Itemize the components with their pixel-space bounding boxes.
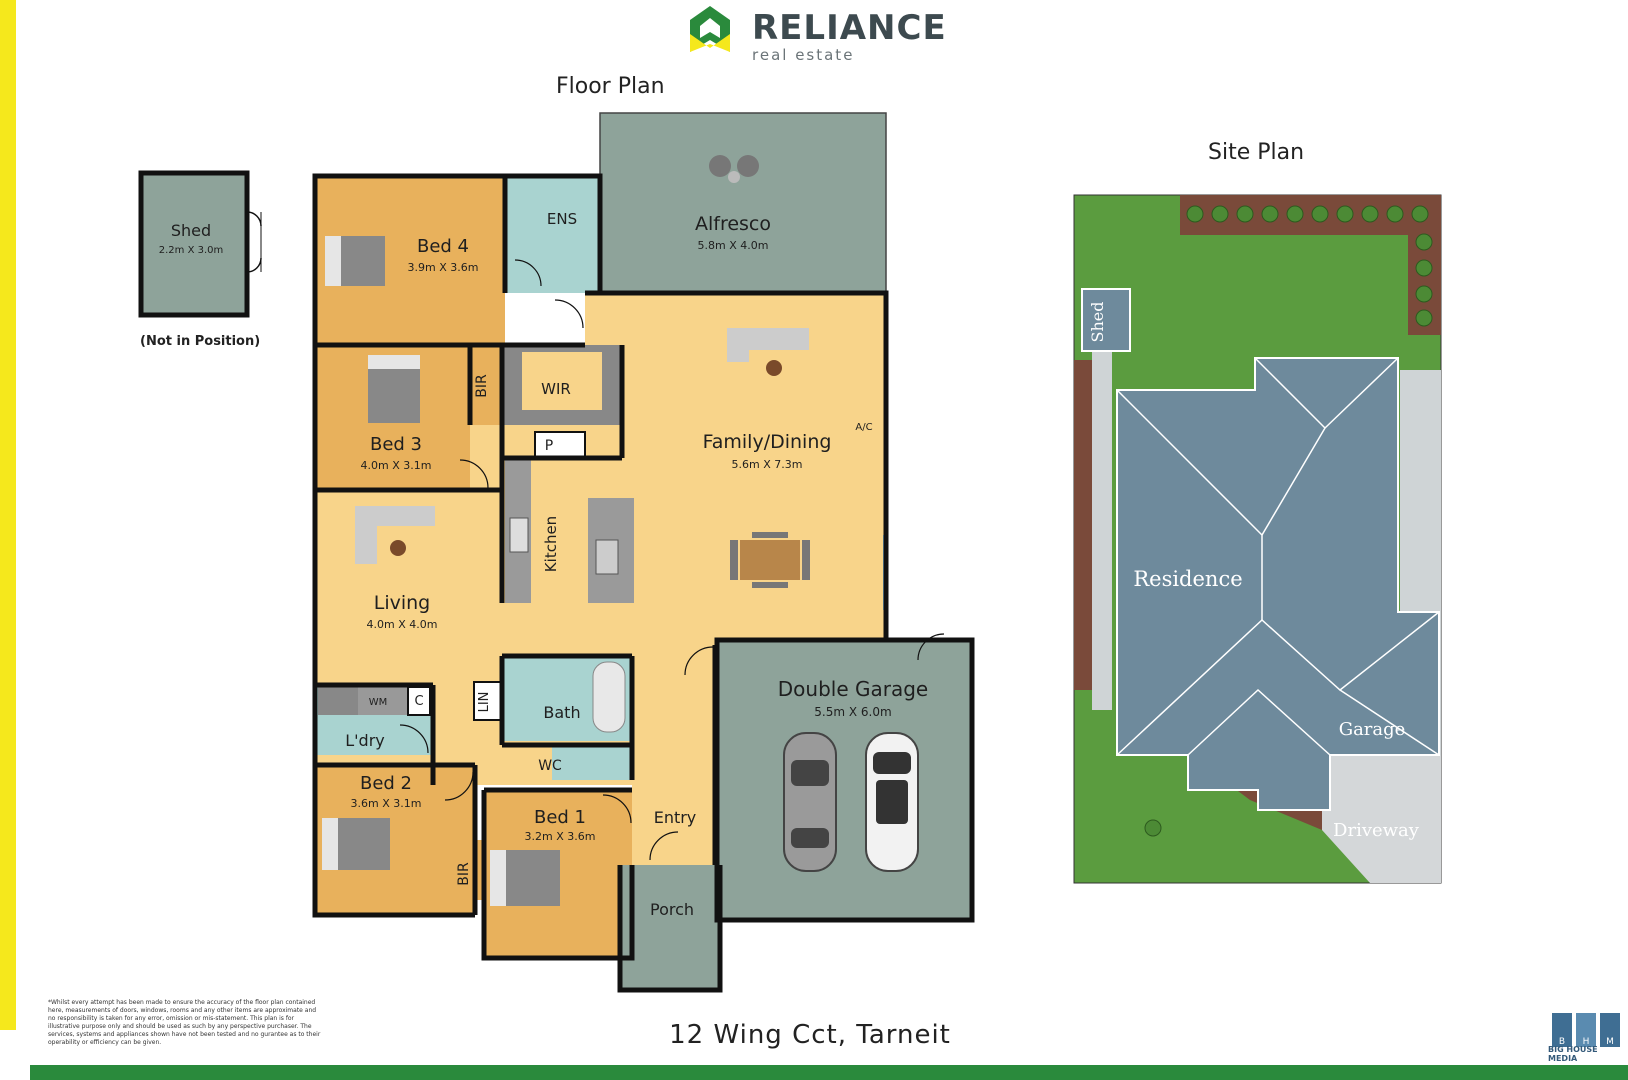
- living-label: Living: [374, 592, 431, 614]
- alfresco-room: [599, 112, 887, 294]
- bathtub-icon: [592, 661, 626, 733]
- cooktop-icon: [509, 517, 529, 553]
- bed-icon: [490, 850, 560, 906]
- shed-dims: 2.2m X 3.0m: [159, 245, 224, 256]
- laundry-label: L'dry: [345, 731, 385, 750]
- bed1-label: Bed 1: [534, 807, 586, 828]
- side-path: [1092, 350, 1112, 710]
- bed4-dims: 3.9m X 3.6m: [408, 261, 479, 274]
- brand-name: RELIANCE: [752, 8, 947, 48]
- living-dims: 4.0m X 4.0m: [367, 618, 438, 631]
- site-shed-label: Shed: [1088, 302, 1107, 343]
- bed2-dims: 3.6m X 3.1m: [351, 797, 422, 810]
- shed-room: [138, 170, 250, 318]
- wc-label: WC: [538, 758, 562, 774]
- garage-dims: 5.5m X 6.0m: [814, 705, 891, 719]
- site-shed: [1081, 288, 1131, 352]
- car-icon: [783, 732, 837, 872]
- green-footer-bar: [30, 1065, 1628, 1080]
- bhm-letter-h: H: [1583, 1037, 1590, 1047]
- property-address: 12 Wing Cct, Tarneit: [669, 1020, 951, 1050]
- walls: [312, 173, 889, 993]
- table-icon: [728, 171, 740, 183]
- roof-hips: [1116, 357, 1440, 756]
- dining-table-icon: [730, 532, 810, 588]
- big-house-media-logo-icon: B H M: [1552, 1013, 1620, 1047]
- shrub-icons: [1144, 205, 1433, 837]
- family-label: Family/Dining: [703, 431, 832, 453]
- floor-plan-title: Floor Plan: [556, 74, 665, 99]
- alfresco-label: Alfresco: [695, 213, 771, 235]
- alfresco-dims: 5.8m X 4.0m: [698, 239, 769, 252]
- bed-icon: [325, 236, 385, 286]
- wir-room: [522, 352, 602, 410]
- laundry-tub-icon: [318, 687, 358, 715]
- entry-room: [632, 785, 715, 865]
- washing-machine-icon: [358, 687, 408, 715]
- bed-icon: [322, 818, 390, 870]
- bir-top-room: [470, 345, 502, 425]
- porch-label: Porch: [650, 900, 694, 919]
- bir-top-label: BIR: [474, 374, 490, 398]
- brand-sub: real estate: [752, 46, 855, 64]
- bed4-label: Bed 4: [417, 236, 469, 257]
- family-dims: 5.6m X 7.3m: [732, 458, 803, 471]
- bed3-dims: 4.0m X 3.1m: [361, 459, 432, 472]
- yellow-side-bar: [0, 0, 16, 1030]
- chair-icon: [709, 155, 731, 177]
- bhm-letter-m: M: [1606, 1037, 1614, 1047]
- reliance-logo-icon: [690, 6, 730, 52]
- wc-room: [552, 745, 632, 780]
- ens-room: [505, 176, 600, 293]
- site-driveway-label: Driveway: [1333, 820, 1420, 841]
- ens-label: ENS: [547, 210, 577, 228]
- c-label: C: [414, 694, 423, 709]
- site-garage-label: Garage: [1339, 719, 1406, 740]
- bed3-label: Bed 3: [370, 434, 422, 455]
- driveway-area: [1322, 755, 1441, 883]
- bhm-letter-b: B: [1559, 1037, 1565, 1047]
- porch-room: [620, 865, 720, 990]
- garage-room: [714, 637, 975, 923]
- pantry-label: P: [545, 438, 553, 454]
- car-icon: [865, 732, 919, 872]
- bed2-label: Bed 2: [360, 773, 412, 794]
- door-icons: [399, 259, 945, 861]
- wm-label: WM: [369, 697, 388, 708]
- not-in-position-note: (Not in Position): [140, 334, 261, 349]
- site-residence-label: Residence: [1133, 567, 1242, 591]
- credit-name: BIG HOUSE MEDIA: [1548, 1045, 1598, 1063]
- entry-label: Entry: [654, 808, 697, 827]
- shed-label: Shed: [171, 221, 211, 240]
- garden-bed-left: [1074, 360, 1092, 690]
- wir-label: WIR: [541, 380, 571, 398]
- sink-icon: [595, 539, 619, 575]
- bir-bottom-label: BIR: [456, 862, 472, 886]
- bath-label: Bath: [543, 703, 580, 722]
- site-plan-title: Site Plan: [1208, 140, 1305, 165]
- sofa-icon: [355, 506, 435, 564]
- bed-icon: [368, 355, 420, 423]
- garage-label: Double Garage: [778, 677, 928, 701]
- kitchen-label: Kitchen: [542, 516, 560, 572]
- chair-icon: [737, 155, 759, 177]
- ac-label: A/C: [855, 422, 872, 433]
- lin-label: LIN: [477, 692, 492, 713]
- bed1-dims: 3.2m X 3.6m: [525, 830, 596, 843]
- disclaimer-text: *Whilst every attempt has been made to e…: [48, 999, 321, 1046]
- sofa-icon: [727, 328, 809, 376]
